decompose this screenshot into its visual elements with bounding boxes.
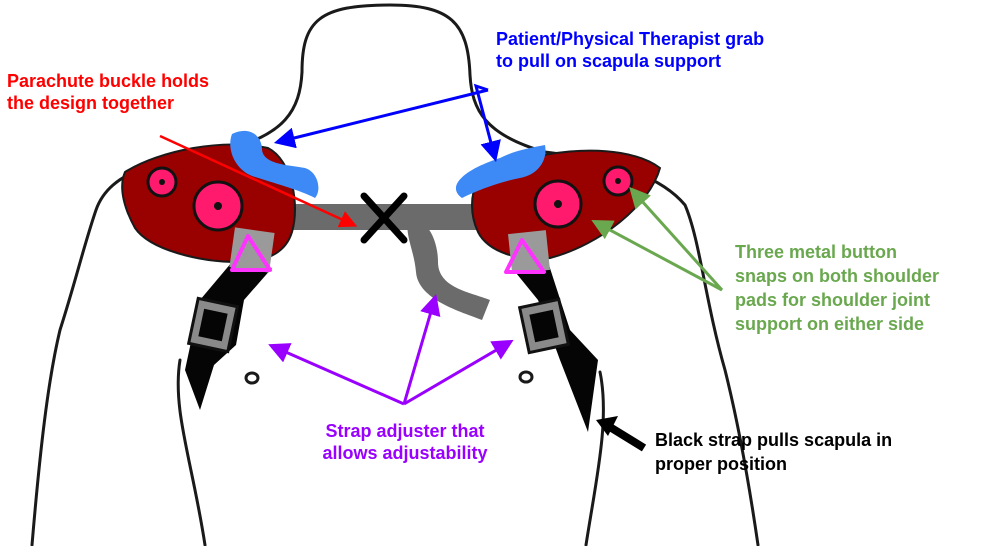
green-arrow-lower [595,222,722,290]
purple-arrow-left [272,346,404,404]
adjuster-annotation: Strap adjuster that allows adjustability [270,420,540,464]
green-arrow-upper [632,190,722,290]
left-snap-small [148,168,176,196]
right-snap-large [535,181,581,227]
buckle-annotation: Parachute buckle holds the design togeth… [7,70,209,114]
left-nipple [246,373,258,383]
snaps-annotation: Three metal button snaps on both shoulde… [735,240,939,336]
right-nipple [520,372,532,382]
strap-tail [407,219,490,320]
right-snap-small [604,167,632,195]
blue-arrow-left [278,90,488,142]
left-snap-large [194,182,242,230]
grab-annotation: Patient/Physical Therapist grab to pull … [496,28,764,72]
blue-arrow-right [476,86,495,158]
strap-annotation: Black strap pulls scapula in proper posi… [655,428,892,476]
